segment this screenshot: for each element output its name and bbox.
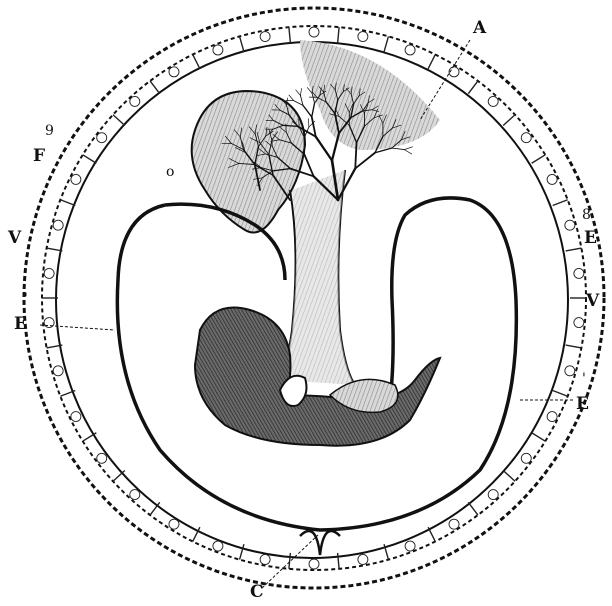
villus-cell [53, 220, 63, 230]
label-o: o [166, 165, 174, 179]
label-C: C [250, 584, 264, 601]
villus-cell [53, 366, 63, 376]
villus-cell [521, 453, 531, 463]
vessel-branch [303, 105, 312, 117]
label-F-mark: 9 [45, 124, 54, 138]
villus-cell [260, 554, 270, 564]
vessel-branch [289, 95, 294, 101]
villus-cell [565, 220, 575, 230]
villus-cell [260, 32, 270, 42]
villus-cell [309, 27, 319, 37]
villus-cell [169, 67, 179, 77]
villus-cell [358, 32, 368, 42]
villus-divider [532, 433, 546, 441]
villus-divider [468, 81, 478, 94]
villus-divider [113, 470, 125, 481]
vessel-branch [316, 137, 332, 161]
villus-divider [289, 553, 290, 569]
villus-cell [565, 366, 575, 376]
villus-cell [130, 96, 140, 106]
villus-divider [240, 36, 244, 51]
villus-divider [553, 200, 568, 206]
villus-cell [358, 554, 368, 564]
villus-cell [213, 45, 223, 55]
villus-cell [405, 541, 415, 551]
villus-cell [71, 174, 81, 184]
label-E-right-bottom: E [576, 396, 589, 413]
villus-divider [83, 155, 97, 163]
vessel-branch [300, 88, 301, 95]
vessel-branch [355, 153, 375, 169]
label-E-left: E [14, 316, 27, 333]
villus-cell [449, 519, 459, 529]
villus-cell [169, 519, 179, 529]
villus-cell [213, 541, 223, 551]
label-F: F [33, 148, 45, 165]
villus-cell [521, 133, 531, 143]
label-E-right-bottom-mark: ' [582, 372, 586, 386]
villus-divider [240, 544, 244, 559]
villus-divider [428, 55, 435, 69]
villus-cell [130, 490, 140, 500]
villus-divider [503, 115, 515, 126]
villus-divider [566, 345, 582, 348]
villus-cell [44, 268, 54, 278]
chorion-notch [300, 531, 340, 555]
villus-divider [532, 155, 546, 163]
villus-cell [488, 96, 498, 106]
villus-divider [503, 470, 515, 481]
villus-divider [113, 115, 125, 126]
villus-divider [289, 27, 290, 43]
villus-cell [547, 412, 557, 422]
villus-divider [566, 248, 582, 251]
allantois-region [300, 40, 440, 150]
vessel-branch [392, 148, 404, 150]
villus-cell [574, 318, 584, 328]
villus-divider [338, 27, 339, 43]
vessel-branch [312, 103, 315, 117]
villus-divider [60, 200, 75, 206]
villus-cell [309, 559, 319, 569]
villus-divider [384, 36, 388, 51]
villus-cell [97, 453, 107, 463]
label-E-right-top-mark: 8 [582, 208, 591, 222]
villus-divider [193, 55, 200, 69]
villus-divider [468, 502, 478, 515]
label-E-left-mark: ' [24, 292, 28, 306]
villus-divider [428, 527, 435, 541]
leader-A [420, 40, 470, 120]
label-E-right-top: E [584, 230, 597, 247]
villus-divider [338, 553, 339, 569]
villus-cell [97, 133, 107, 143]
villus-divider [553, 390, 568, 396]
vessel-branch [296, 90, 301, 96]
villus-cell [574, 268, 584, 278]
label-A: A [473, 20, 486, 37]
vessel-branch [404, 147, 412, 150]
villus-cell [488, 490, 498, 500]
villus-cell [547, 174, 557, 184]
label-V-left: V [8, 230, 21, 247]
villus-divider [150, 81, 160, 94]
villus-cell [71, 412, 81, 422]
label-V-right: V [586, 293, 599, 310]
vessel-branch [404, 150, 411, 154]
villus-cell [405, 45, 415, 55]
